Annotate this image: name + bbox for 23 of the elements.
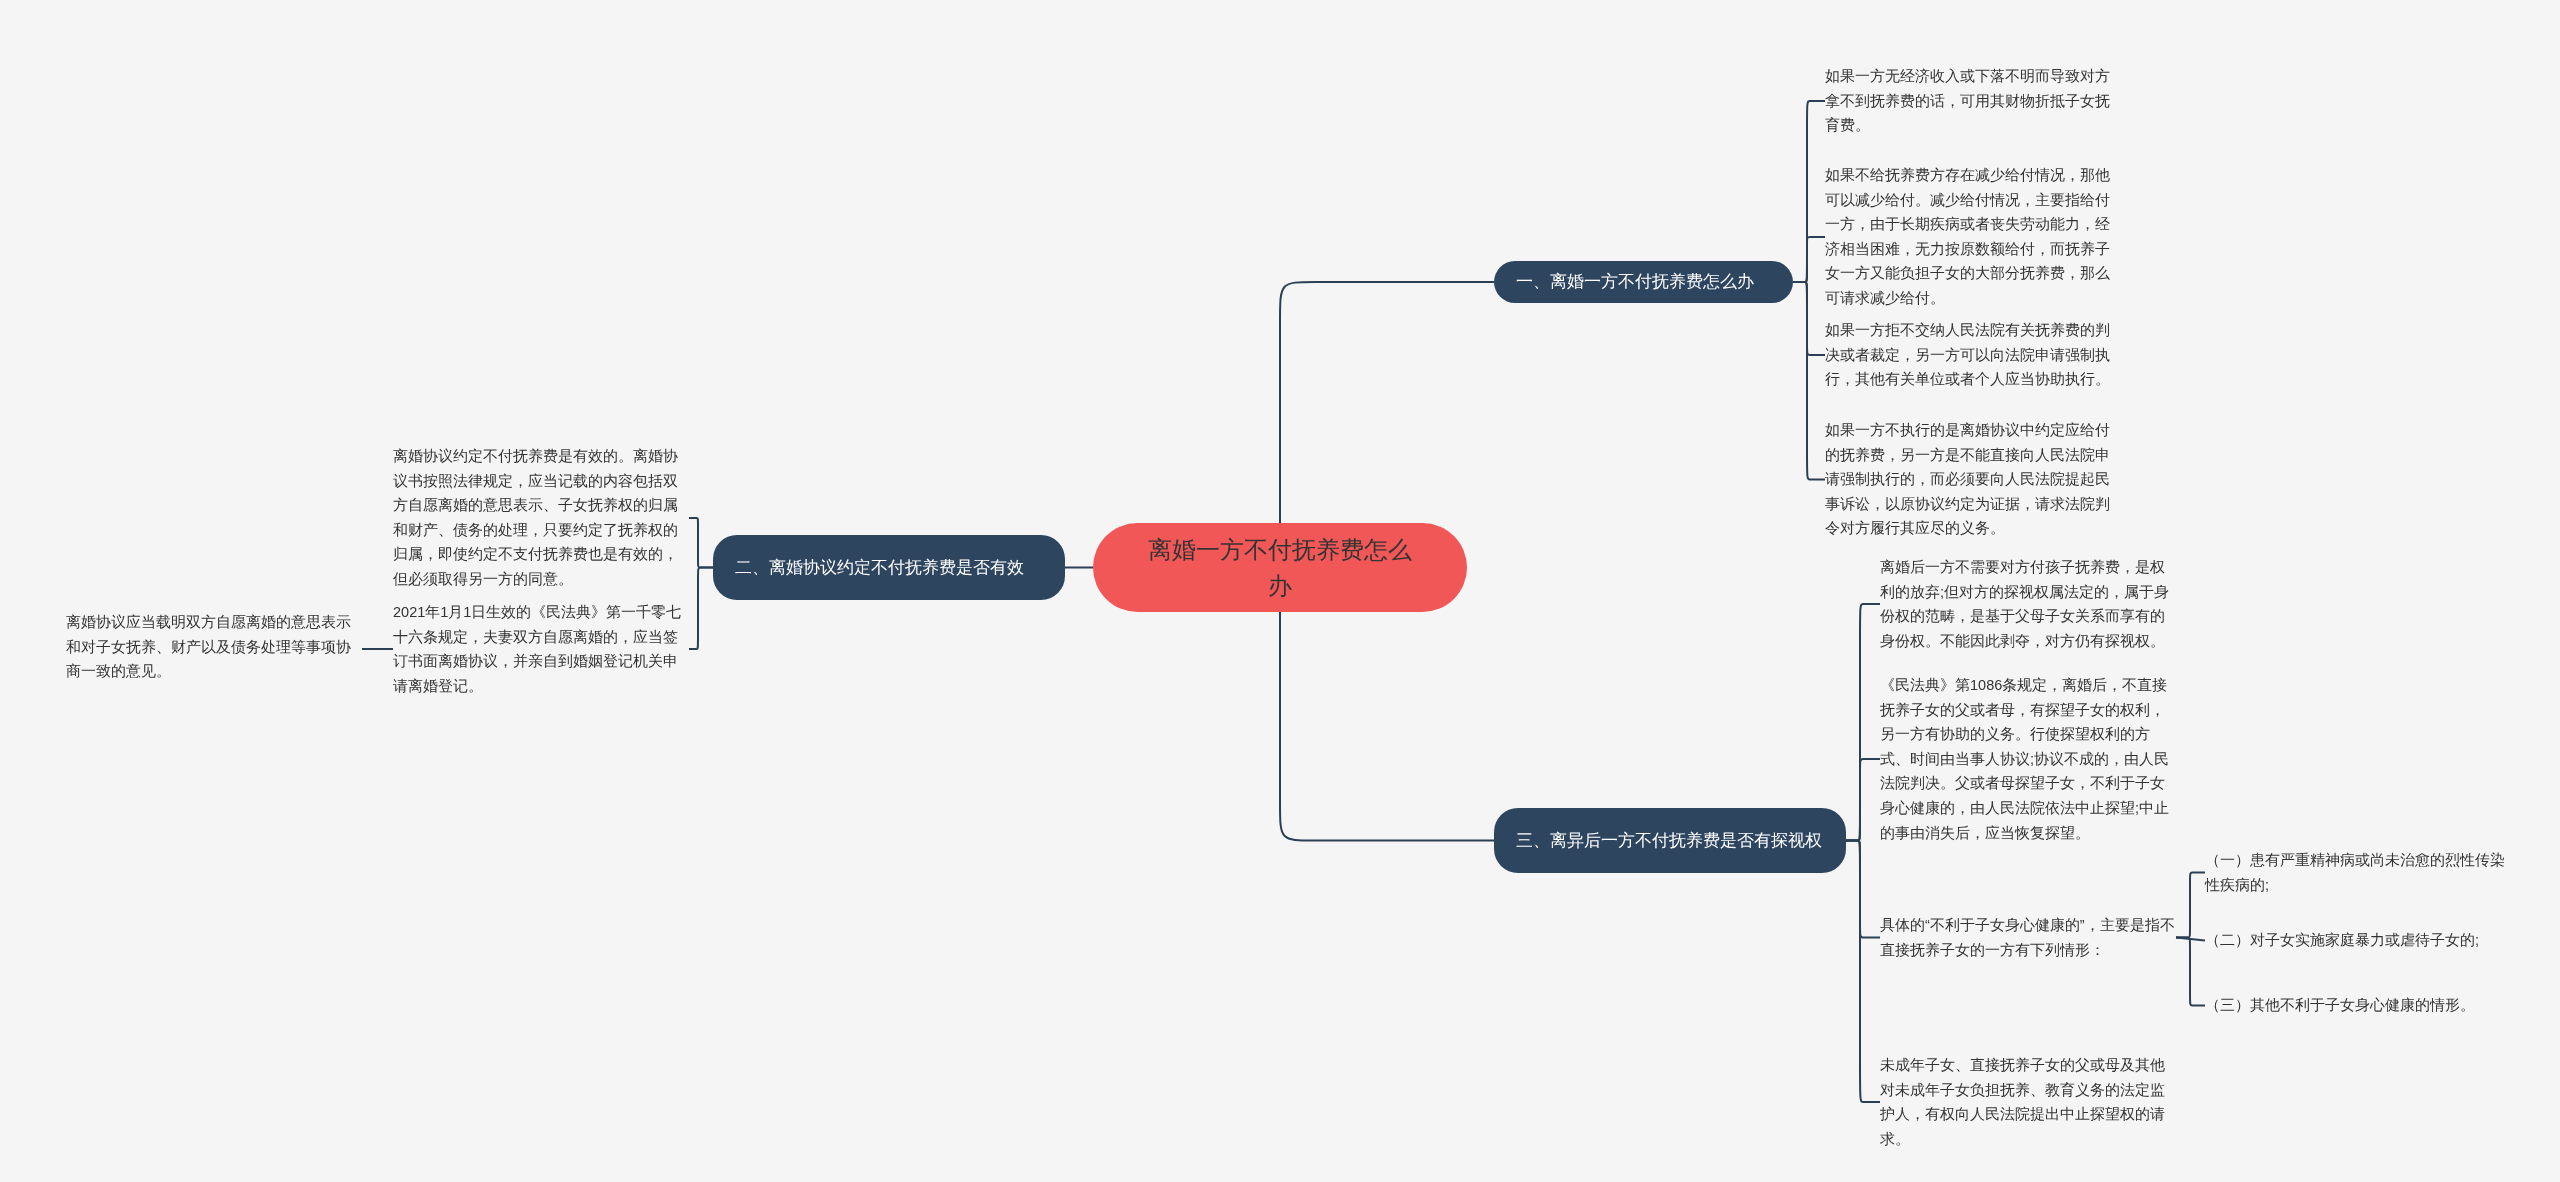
topic-pill: 三、离异后一方不付抚养费是否有探视权: [1494, 808, 1846, 873]
note-text: 《民法典》第1086条规定，离婚后，不直接抚养子女的父或者母，有探望子女的权利，另一方有协助的义务。行使探望权利的方式、时间由当事人协议;协议不成的，由人民法院判决。父或者母探望子女，不利于子女身心健康的，由人民法院依法中止探望;中止的事由消失后，应当恢复探望。: [1880, 673, 2176, 846]
note-text: 如果一方拒不交纳人民法院有关抚养费的判决或者裁定，另一方可以向法院申请强制执行，其他有关单位或者个人应当协助执行。: [1825, 318, 2121, 392]
connector-line: [688, 566, 714, 650]
note-text: （二）对子女实施家庭暴力或虐待子女的;: [2205, 928, 2505, 953]
note-text: 未成年子女、直接抚养子女的父或母及其他对未成年子女负担抚养、教育义务的法定监护人，有权向人民法院提出中止探望权的请求。: [1880, 1053, 2176, 1152]
connector-line: [1279, 611, 1495, 842]
note-text: 离婚后一方不需要对方付孩子抚养费，是权利的放弃;但对方的探视权属法定的，属于身份权的范畴，是基于父母子女关系而享有的身份权。不能因此剥夺，对方仍有探视权。: [1880, 555, 2176, 654]
central-topic: 离婚一方不付抚养费怎么办: [1093, 523, 1467, 612]
connector-line: [361, 648, 394, 650]
topic-pill: 二、离婚协议约定不付抚养费是否有效: [713, 535, 1065, 600]
connector-line: [1064, 566, 1094, 569]
note-text: （三）其他不利于子女身心健康的情形。: [2205, 993, 2505, 1018]
note-text: 2021年1月1日生效的《民法典》第一千零七十六条规定，夫妻双方自愿离婚的，应当签订书面离婚协议，并亲自到婚姻登记机关申请离婚登记。: [393, 600, 689, 699]
note-text: 离婚协议约定不付抚养费是有效的。离婚协议书按照法律规定，应当记载的内容包括双方自愿离婚的意思表示、子女抚养权的归属和财产、债务的处理，只要约定了抚养权的归属，即使约定不支付抚养费也是有效的，但必须取得另一方的同意。: [393, 444, 689, 592]
note-text: （一）患有严重精神病或尚未治愈的烈性传染性疾病的;: [2205, 848, 2505, 898]
note-text: 具体的“不利于子女身心健康的”，主要是指不直接抚养子女的一方有下列情形：: [1880, 913, 2176, 963]
topic-pill: 一、离婚一方不付抚养费怎么办: [1494, 261, 1793, 303]
connector-line: [1279, 281, 1495, 524]
note-text: 如果一方不执行的是离婚协议中约定应给付的抚养费，另一方是不能直接向人民法院申请强制执行的，而必须要向人民法院提起民事诉讼，以原协议约定为证据，请求法院判令对方履行其应尽的义务。: [1825, 418, 2121, 541]
note-text: 如果不给抚养费方存在减少给付情况，那他可以减少给付。减少给付情况，主要指给付一方，由于长期疾病或者丧失劳动能力，经济相当困难，无力按原数额给付，而抚养子女一方又能负担子女的大部分抚养费，那么可请求减少给付。: [1825, 163, 2121, 311]
note-text: 离婚协议应当载明双方自愿离婚的意思表示和对子女抚养、财产以及债务处理等事项协商一致的意见。: [66, 610, 362, 684]
note-text: 如果一方无经济收入或下落不明而导致对方拿不到抚养费的话，可用其财物折抵子女抚育费。: [1825, 64, 2121, 138]
